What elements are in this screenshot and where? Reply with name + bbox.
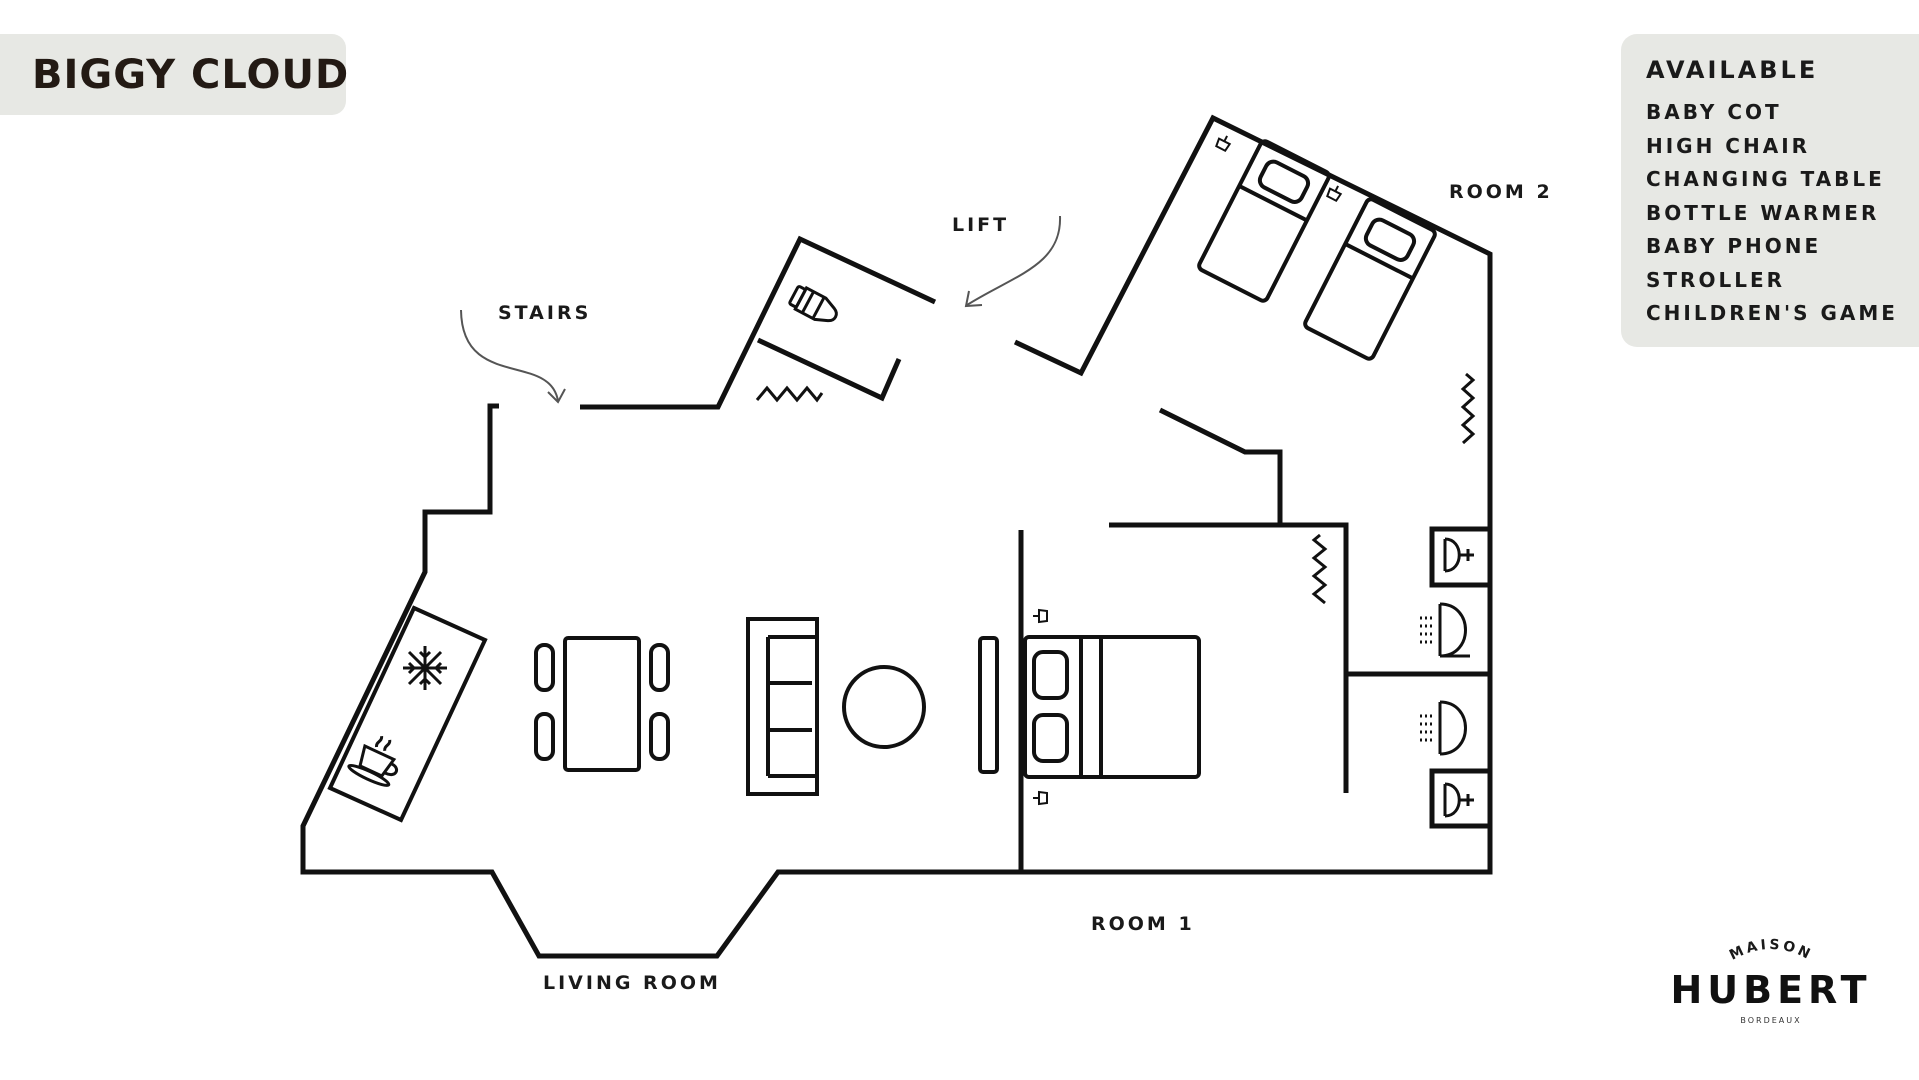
pillow [1257,159,1311,204]
title-banner: BIGGY CLOUD [0,34,350,115]
bedside-lamps [1033,608,1048,806]
shower-icon [1420,602,1470,658]
chair [649,643,670,692]
pillow [1032,713,1069,763]
sink-icon [1443,537,1474,573]
radiator-icon [1460,372,1476,445]
wall-lift-shaft [580,235,937,410]
wall-bath-left [1109,522,1349,793]
radiators [755,372,1476,605]
available-item: HIGH CHAIR [1646,133,1811,158]
chair [649,712,670,761]
wall-room2-outer [1013,114,1493,875]
single-beds-room2 [1197,139,1437,361]
toilet-icon [788,285,838,323]
radiator-icon [755,385,824,403]
single-bed [1303,197,1437,361]
room2-lamps [1215,135,1343,203]
dining-set [534,636,670,772]
wall-hall [1158,407,1283,525]
wall-sink-nook-bottom [1429,768,1490,829]
lamp-icon [1215,135,1232,153]
shower-icon [1420,700,1467,756]
lamp-icon [1033,608,1048,624]
logo-main-text: HUBERT [1670,968,1871,1012]
available-item: CHILDREN'S GAME [1646,301,1898,325]
bed-frame [1023,635,1201,779]
wall-sink-nook-top [1429,526,1490,588]
arrowhead-icon [547,388,566,404]
sofa [746,617,819,796]
pillow [1363,217,1417,262]
wall-living-outer [300,403,1025,959]
sink-icon [1443,782,1474,818]
available-item: CHANGING TABLE [1646,167,1885,191]
radiator-icon [1311,533,1328,605]
maison-hubert-logo: MAISON HUBERT BORDEAUX [1670,937,1871,1025]
available-panel: AVAILABLE BABY COT HIGH CHAIR CHANGING T… [1621,34,1919,347]
available-heading: AVAILABLE [1646,56,1819,84]
logo-top-text: MAISON [1727,937,1815,964]
pillow [1032,650,1069,700]
snowflake-icon [403,646,447,690]
lamp-icon [1326,185,1343,203]
kitchen-counter [327,605,488,823]
chair [534,712,555,761]
tv-unit [978,636,999,774]
available-item: BOTTLE WARMER [1646,200,1880,225]
double-bed-room1 [1023,635,1201,779]
stairs-arrow-icon [460,309,559,402]
lift-arrow-icon [966,215,1062,306]
page-title: BIGGY CLOUD [32,52,350,98]
available-item: BABY PHONE [1646,234,1822,258]
available-item: STROLLER [1646,267,1785,292]
sofa-frame [746,617,819,796]
label-stairs: STAIRS [498,302,591,324]
annotation-arrows [460,215,1062,404]
available-list: BABY COT HIGH CHAIR CHANGING TABLE BOTTL… [1646,96,1898,331]
chair [534,643,555,692]
single-bed [1197,139,1331,303]
label-room2: ROOM 2 [1449,181,1553,203]
coffee-cup-icon [347,735,399,787]
arrowhead-icon [964,290,983,308]
bathroom-fixtures [1420,537,1474,818]
wall-lift-inner [756,337,902,402]
label-living-room: LIVING ROOM [543,972,721,994]
counter-outline [327,605,488,823]
lamp-icon [1033,790,1048,806]
logo-bottom-text: BORDEAUX [1740,1016,1801,1025]
dining-table [563,636,641,772]
walls [300,114,1493,959]
available-item: BABY COT [1646,100,1782,124]
coffee-table [842,665,926,749]
label-lift: LIFT [952,214,1009,236]
label-room1: ROOM 1 [1091,913,1195,935]
